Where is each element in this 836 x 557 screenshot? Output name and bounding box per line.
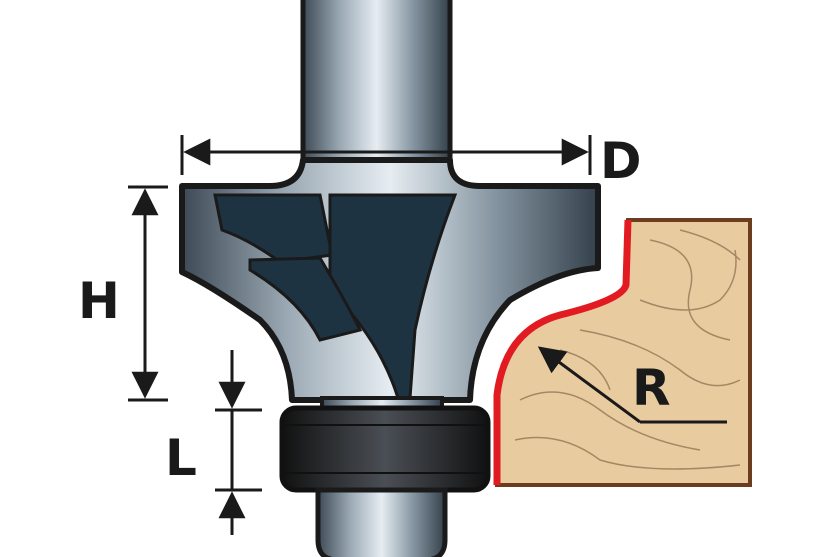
dimension-l bbox=[215, 350, 262, 535]
carbide-flank bbox=[248, 256, 363, 342]
label-l: L bbox=[165, 429, 197, 487]
dimension-r bbox=[537, 346, 727, 424]
wood-grain bbox=[514, 229, 741, 470]
label-r: R bbox=[632, 359, 671, 417]
label-d: D bbox=[600, 132, 642, 190]
label-h: H bbox=[78, 272, 120, 330]
guide-bearing bbox=[279, 405, 491, 493]
pilot-tip bbox=[315, 487, 448, 557]
dimension-h bbox=[128, 185, 168, 402]
wood-workpiece bbox=[493, 218, 752, 487]
cut-profile-edge bbox=[493, 219, 632, 485]
dimension-d bbox=[180, 135, 592, 175]
